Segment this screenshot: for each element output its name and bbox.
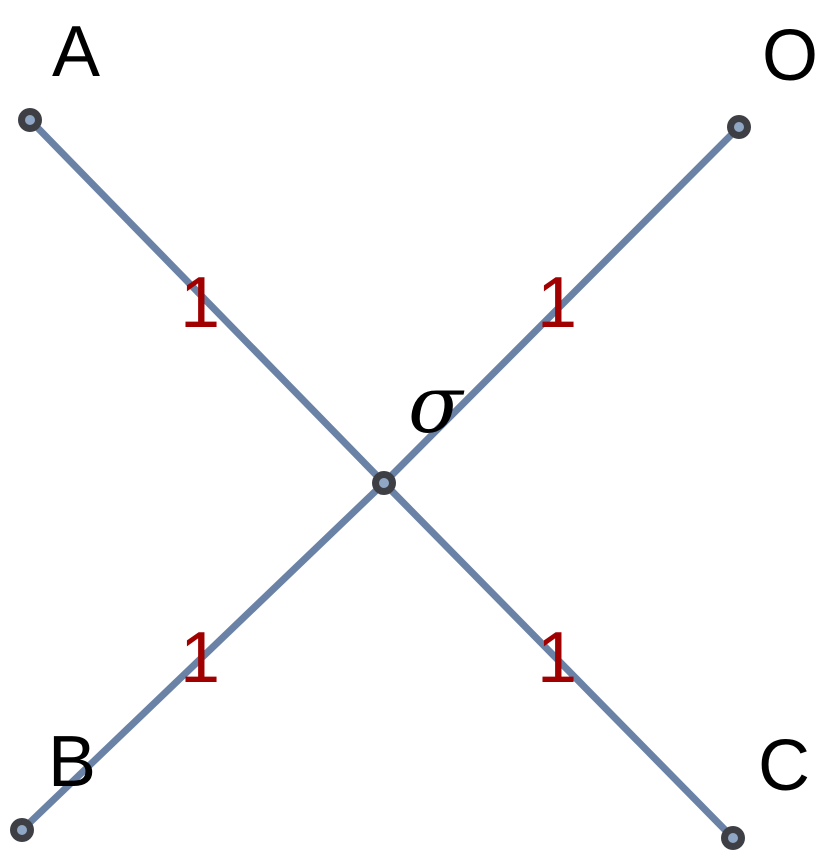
edge-b-center [18,479,388,834]
edge-weight-a: 1 [180,263,220,343]
vertex-label-o: O [762,16,818,96]
node-b [10,818,34,842]
node-c [721,826,745,850]
edge-c-center [380,479,737,842]
edge-a-center [26,116,388,487]
edge-weight-b: 1 [180,618,220,698]
vertex-label-b: B [48,722,96,802]
vertex-label-c: C [758,726,810,806]
edge-weight-o: 1 [537,263,577,343]
edge-o-center [380,123,743,487]
node-center [372,471,396,495]
node-a [18,108,42,132]
center-label-sigma: σ [408,358,465,451]
edge-weight-c: 1 [537,618,577,698]
vertex-label-a: A [52,12,100,92]
node-o [727,115,751,139]
